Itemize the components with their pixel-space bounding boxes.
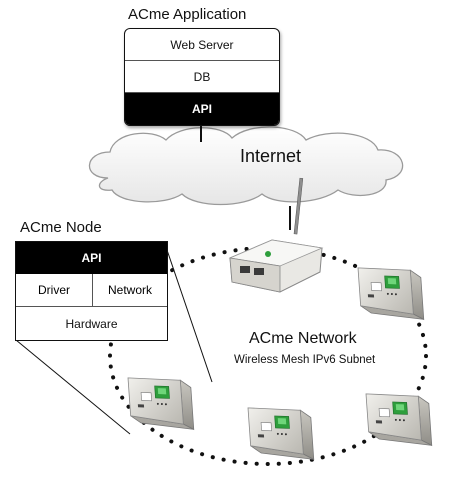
acme-node-device-icon <box>357 263 425 325</box>
acme-node-device-icon <box>127 373 195 435</box>
acme-node-device-icon <box>247 403 315 465</box>
acme-node-device-icon <box>365 389 433 451</box>
internet-label: Internet <box>240 146 302 166</box>
node-api-layer: API <box>16 242 167 274</box>
hardware-layer: Hardware <box>65 316 118 331</box>
db-layer: DB <box>125 61 279 93</box>
wireless-router-icon <box>228 177 324 293</box>
network-subtitle: Wireless Mesh IPv6 Subnet <box>234 354 376 366</box>
internet-cloud <box>88 126 404 206</box>
node-middle-row: Driver Network <box>16 274 167 307</box>
web-server-layer: Web Server <box>125 29 279 61</box>
driver-layer: Driver <box>16 274 93 306</box>
app-title: ACme Application <box>128 6 247 23</box>
node-stack: API Driver Network Hardware <box>15 241 168 341</box>
api-layer: API <box>125 93 279 125</box>
network-layer: Network <box>107 283 152 297</box>
node-callout-line-right <box>166 249 213 383</box>
node-title: ACme Node <box>20 219 102 236</box>
node-callout-line-left <box>15 339 131 435</box>
app-stack: Web Server DB API <box>124 28 280 126</box>
network-title: ACme Network <box>249 330 357 347</box>
